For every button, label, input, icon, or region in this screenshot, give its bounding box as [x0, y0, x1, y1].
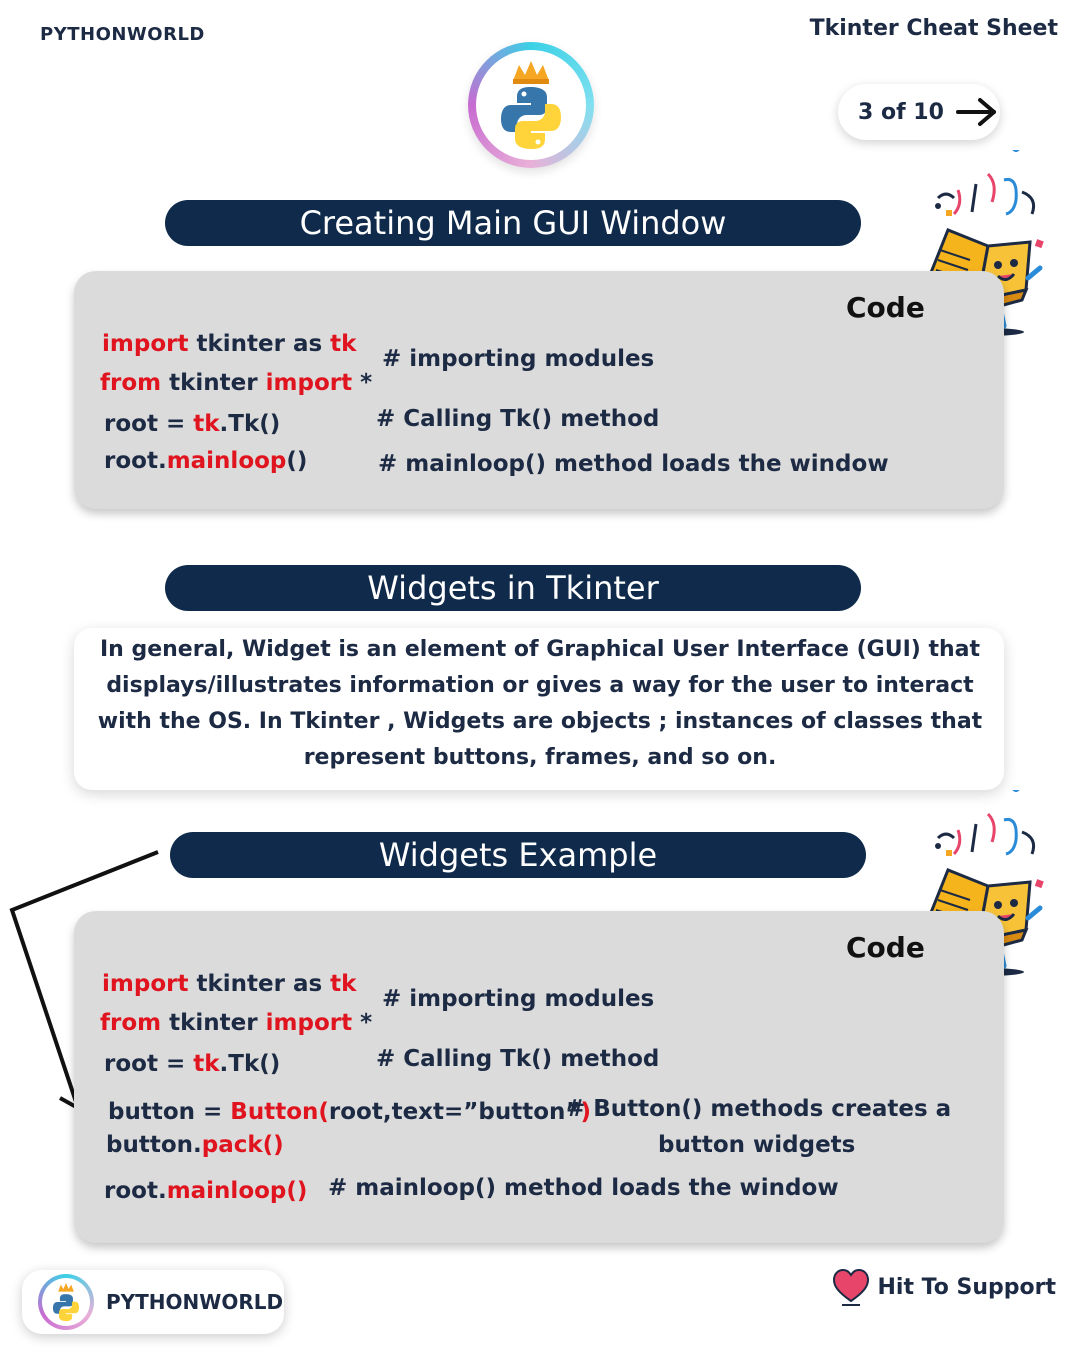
- code-comment: # mainloop() method loads the window: [378, 451, 889, 477]
- code-keyword: tk: [330, 971, 357, 997]
- code-keyword: Button(: [230, 1099, 329, 1125]
- code-text: (): [286, 448, 308, 474]
- code-comment: # importing modules: [382, 986, 655, 1012]
- brand-name: PYTHONWORLD: [40, 24, 205, 45]
- code-keyword: import: [265, 370, 353, 396]
- support-label: Hit To Support: [877, 1274, 1056, 1300]
- code-text: button =: [108, 1099, 231, 1125]
- code-text: .Tk(): [219, 411, 281, 437]
- code-text: tkinter as: [188, 331, 331, 357]
- code-keyword: import: [265, 1010, 353, 1036]
- code-card-widgets-example: Code import tkinter as tk from tkinter i…: [74, 911, 1004, 1243]
- code-line: import tkinter as tk: [102, 971, 356, 997]
- code-text: root,text=”button”: [328, 1099, 581, 1125]
- code-keyword: tk: [193, 1051, 220, 1077]
- code-label: Code: [846, 291, 925, 324]
- widgets-description: In general, Widget is an element of Grap…: [97, 637, 983, 770]
- code-keyword: tk: [193, 411, 220, 437]
- code-text: root.: [104, 448, 167, 474]
- arrow-right-icon: [955, 98, 996, 126]
- code-keyword: from: [100, 370, 162, 396]
- series-title: Tkinter Cheat Sheet: [809, 16, 1058, 41]
- python-icon: [52, 1282, 80, 1322]
- code-label: Code: [846, 931, 925, 964]
- python-crown-icon: [501, 61, 561, 149]
- code-card-main-window: Code import tkinter as tk from tkinter i…: [74, 271, 1004, 509]
- code-text: *: [352, 370, 373, 396]
- page-indicator[interactable]: 3 of 10: [838, 84, 1000, 140]
- code-keyword: import: [102, 971, 189, 997]
- code-comment: # Calling Tk() method: [376, 1046, 660, 1072]
- code-text: tkinter: [161, 370, 266, 396]
- code-line: button = Button(root,text=”button”): [108, 1099, 591, 1125]
- code-keyword: from: [100, 1010, 162, 1036]
- python-logo-small: [38, 1274, 94, 1330]
- code-keyword: tk: [330, 331, 357, 357]
- code-text: *: [352, 1010, 373, 1036]
- code-text: button.: [106, 1132, 202, 1158]
- code-text: root =: [104, 411, 194, 437]
- code-keyword: mainloop(): [166, 1178, 308, 1204]
- code-line: root.mainloop(): [104, 1178, 307, 1204]
- code-text: .Tk(): [219, 1051, 281, 1077]
- code-comment: # importing modules: [382, 346, 655, 372]
- footer-brand-label: PYTHONWORLD: [106, 1290, 284, 1314]
- section-title-creating-window: Creating Main GUI Window: [165, 200, 861, 246]
- widgets-description-card: [74, 628, 1004, 790]
- footer-brand[interactable]: PYTHONWORLD: [22, 1270, 284, 1334]
- code-comment: # Calling Tk() method: [376, 406, 660, 432]
- code-comment: button widgets: [658, 1132, 856, 1158]
- section-title-widgets: Widgets in Tkinter: [165, 565, 861, 611]
- code-text: tkinter: [161, 1010, 266, 1036]
- code-line: root.mainloop(): [104, 448, 307, 474]
- heart-icon: [832, 1268, 869, 1306]
- code-text: root =: [104, 1051, 194, 1077]
- code-keyword: ): [580, 1099, 592, 1125]
- code-text: tkinter as: [188, 971, 331, 997]
- code-keyword: import: [102, 331, 189, 357]
- code-comment: # mainloop() method loads the window: [328, 1175, 839, 1201]
- code-line: from tkinter import *: [100, 1010, 372, 1036]
- code-comment: # Button() methods creates a: [566, 1096, 952, 1122]
- code-line: import tkinter as tk: [102, 331, 356, 357]
- page-indicator-label: 3 of 10: [858, 99, 944, 125]
- code-line: from tkinter import *: [100, 370, 372, 396]
- code-line: root = tk.Tk(): [104, 411, 280, 437]
- code-keyword: mainloop: [166, 448, 287, 474]
- code-text: root.: [104, 1178, 167, 1204]
- python-logo: [468, 42, 594, 168]
- support-button[interactable]: Hit To Support: [832, 1268, 1056, 1306]
- code-keyword: pack(): [201, 1132, 284, 1158]
- section-title-widgets-example: Widgets Example: [170, 832, 866, 878]
- code-line: root = tk.Tk(): [104, 1051, 280, 1077]
- code-line: button.pack(): [106, 1132, 284, 1158]
